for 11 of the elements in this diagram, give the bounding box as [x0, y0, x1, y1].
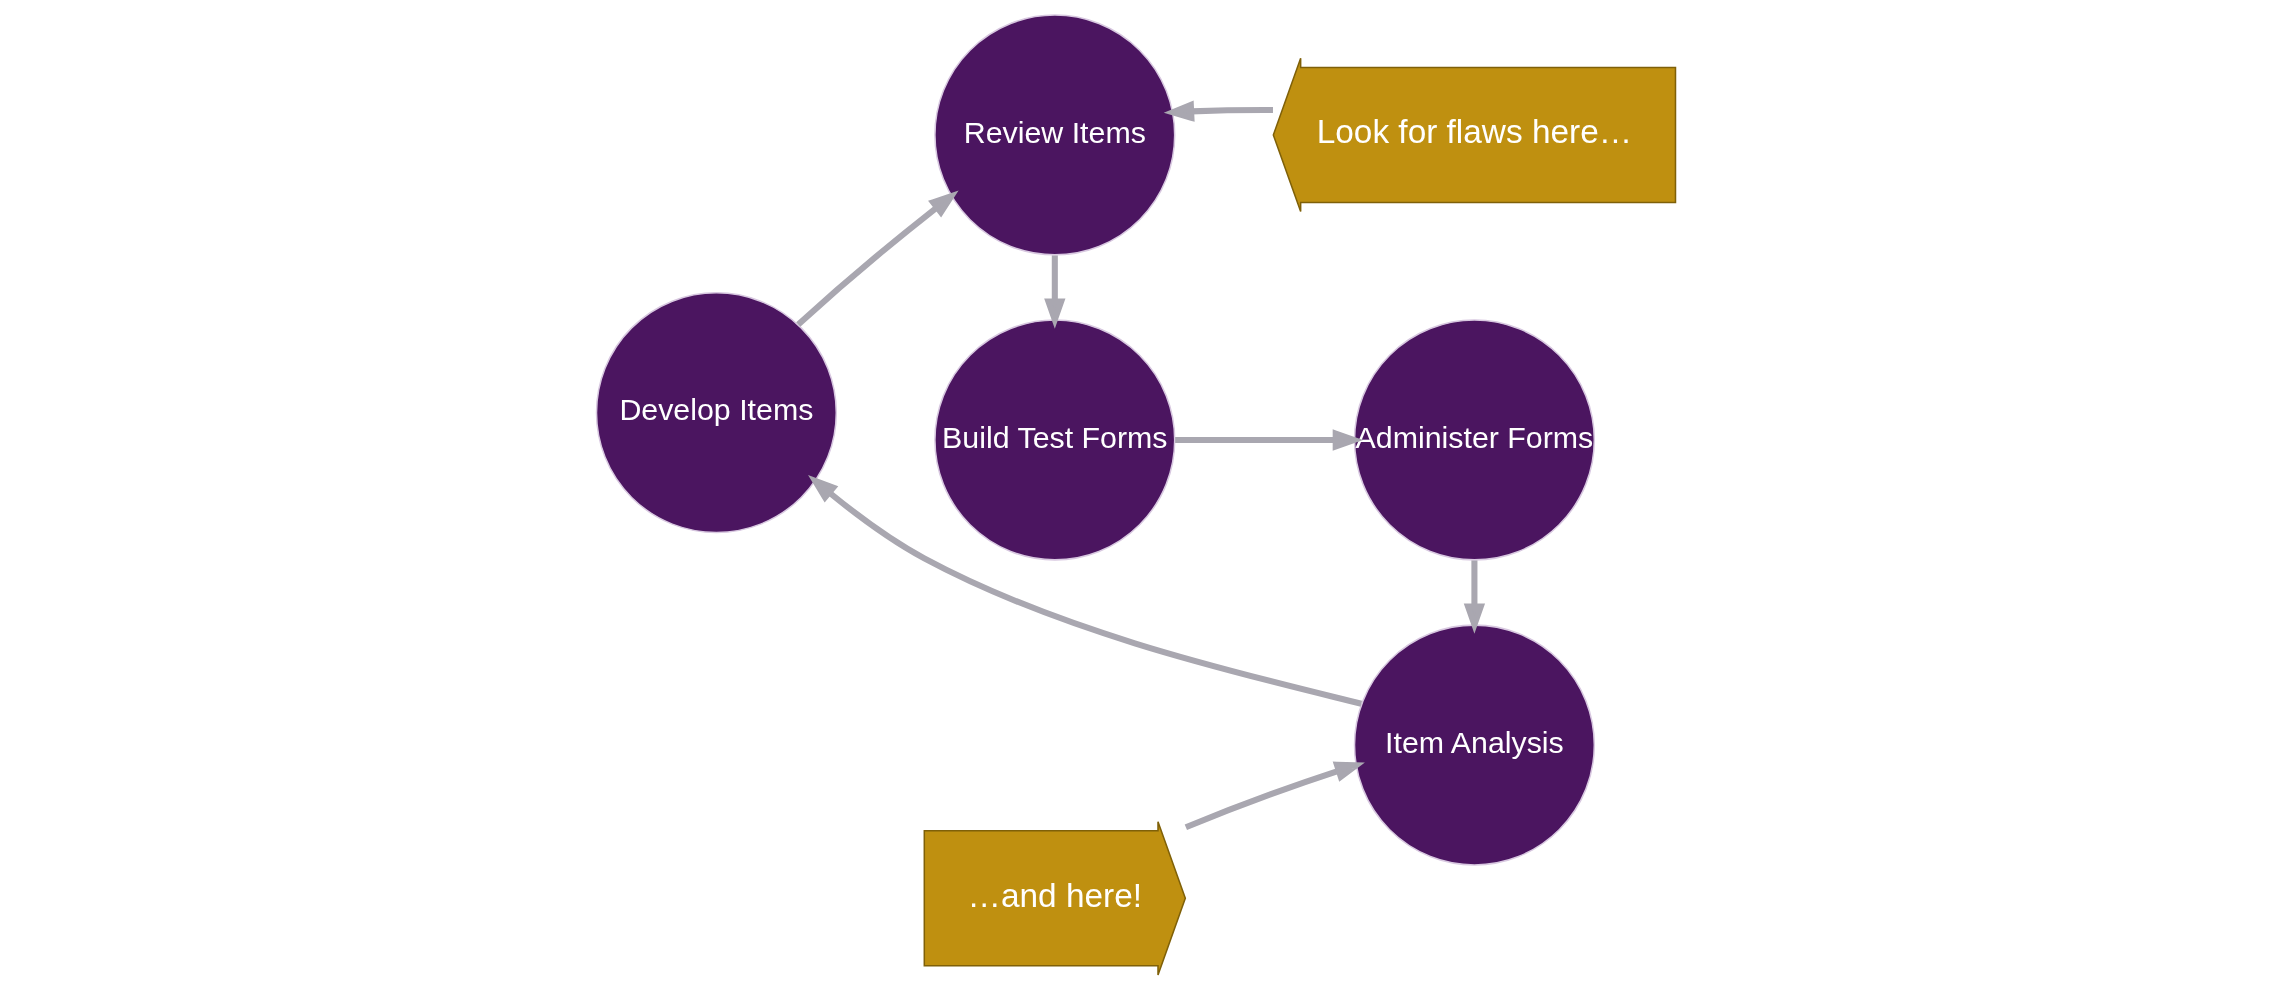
- node-circle: Administer Forms: [1353, 318, 1596, 561]
- arrow: [808, 474, 1363, 707]
- arrow: [1184, 761, 1365, 830]
- arrow: [1175, 428, 1364, 451]
- arrow: [796, 190, 959, 327]
- node-circle: Item Analysis: [1353, 623, 1596, 866]
- arrow: [1163, 100, 1273, 122]
- node-circle: Build Test Forms: [934, 318, 1176, 561]
- arrow: [1463, 559, 1486, 634]
- node-circle: Review Items: [934, 13, 1176, 256]
- arrow: [1044, 254, 1066, 329]
